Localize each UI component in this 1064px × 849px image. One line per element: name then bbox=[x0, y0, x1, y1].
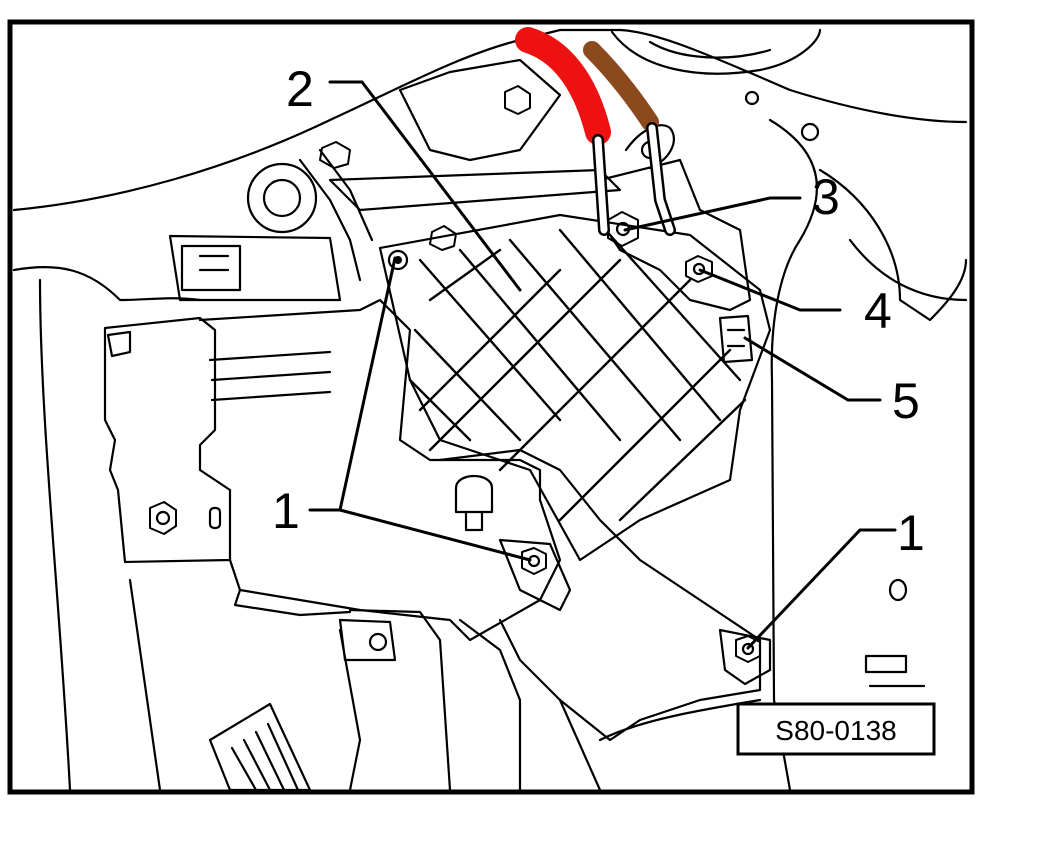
upper-bolt-head bbox=[319, 141, 351, 169]
trim-clip-hole bbox=[888, 578, 908, 602]
steering-column-cover bbox=[648, 40, 772, 59]
pedal-pad-grip bbox=[230, 722, 300, 792]
left-bracket-slot bbox=[208, 506, 222, 530]
leader-1-center bbox=[338, 508, 532, 562]
dashboard-inner-edge bbox=[398, 58, 562, 162]
center-bracket-nut bbox=[521, 547, 547, 575]
fastener-1-nut bbox=[387, 249, 409, 271]
lattice-ribs bbox=[408, 228, 747, 522]
right-trim-panel-edge bbox=[818, 168, 968, 322]
right-trim-panel-curve bbox=[848, 238, 968, 302]
knee-panel-bolt bbox=[741, 642, 755, 656]
fastener-3-nut bbox=[607, 211, 639, 247]
reference-code: S80-0138 bbox=[775, 715, 896, 746]
center-module-housing bbox=[198, 298, 562, 642]
leader-2 bbox=[328, 80, 522, 292]
figure-frame bbox=[7, 19, 975, 795]
push-clip bbox=[454, 475, 494, 532]
red-positive-cable bbox=[515, 27, 611, 145]
dashboard-outline bbox=[12, 28, 968, 212]
lower-housing bbox=[458, 618, 602, 792]
earth-terminal bbox=[624, 124, 676, 170]
pedal-bracket bbox=[338, 618, 397, 662]
left-lower-trim-inner bbox=[128, 578, 162, 792]
pedal-pad bbox=[208, 702, 312, 792]
battery-cables bbox=[515, 27, 676, 236]
callout-1-right: 1 bbox=[897, 505, 925, 561]
connector-5 bbox=[718, 314, 754, 364]
relay-block bbox=[168, 234, 342, 302]
center-module-ribs bbox=[208, 350, 332, 402]
trim-clip-hole bbox=[800, 122, 820, 142]
reference-code-box bbox=[736, 702, 936, 756]
right-trim-panel bbox=[768, 118, 818, 792]
left-bracket-tab bbox=[106, 330, 132, 358]
fastener-4-bolt bbox=[692, 262, 706, 276]
pedal-pivot bbox=[368, 632, 388, 652]
brown-ground-cable bbox=[583, 41, 659, 131]
connector-ring-inner bbox=[262, 178, 302, 218]
trim-clip-hole bbox=[744, 90, 760, 106]
lower-knee-panel bbox=[438, 448, 762, 742]
callout-4: 4 bbox=[864, 283, 892, 339]
upper-bolt-head bbox=[504, 85, 531, 115]
callout-5: 5 bbox=[892, 373, 920, 429]
left-dash-edge bbox=[12, 266, 202, 302]
upper-bolt-head bbox=[429, 225, 457, 251]
callout-3: 3 bbox=[812, 169, 840, 225]
leader-3 bbox=[623, 196, 802, 232]
left-bracket-nut bbox=[149, 501, 177, 535]
leader-4 bbox=[698, 268, 842, 312]
left-mounting-bracket bbox=[103, 316, 232, 564]
left-bracket-bolt bbox=[155, 510, 171, 526]
pedal-lever-arm bbox=[338, 628, 362, 792]
connector-ring bbox=[246, 162, 318, 234]
center-bracket-tab bbox=[498, 538, 572, 612]
pedal-lever bbox=[348, 608, 452, 792]
left-lower-trim bbox=[38, 278, 72, 792]
fastener-1-bolt bbox=[394, 256, 402, 264]
callout-1-left: 1 bbox=[272, 483, 300, 539]
relay-block-connector bbox=[180, 244, 242, 292]
footwell-vent bbox=[864, 654, 926, 688]
center-module-lower bbox=[233, 588, 352, 617]
callout-leaders bbox=[308, 80, 897, 650]
red-cable-lead-core bbox=[594, 136, 608, 234]
leader-1-right bbox=[746, 528, 897, 650]
leader-5 bbox=[743, 336, 882, 402]
steering-column-housing bbox=[610, 28, 822, 75]
upper-brace bbox=[328, 168, 622, 212]
knee-panel-nut bbox=[735, 635, 761, 663]
lower-knee-panel-tab bbox=[718, 628, 772, 686]
callout-2: 2 bbox=[286, 61, 314, 117]
wiring-bracket bbox=[298, 148, 374, 282]
